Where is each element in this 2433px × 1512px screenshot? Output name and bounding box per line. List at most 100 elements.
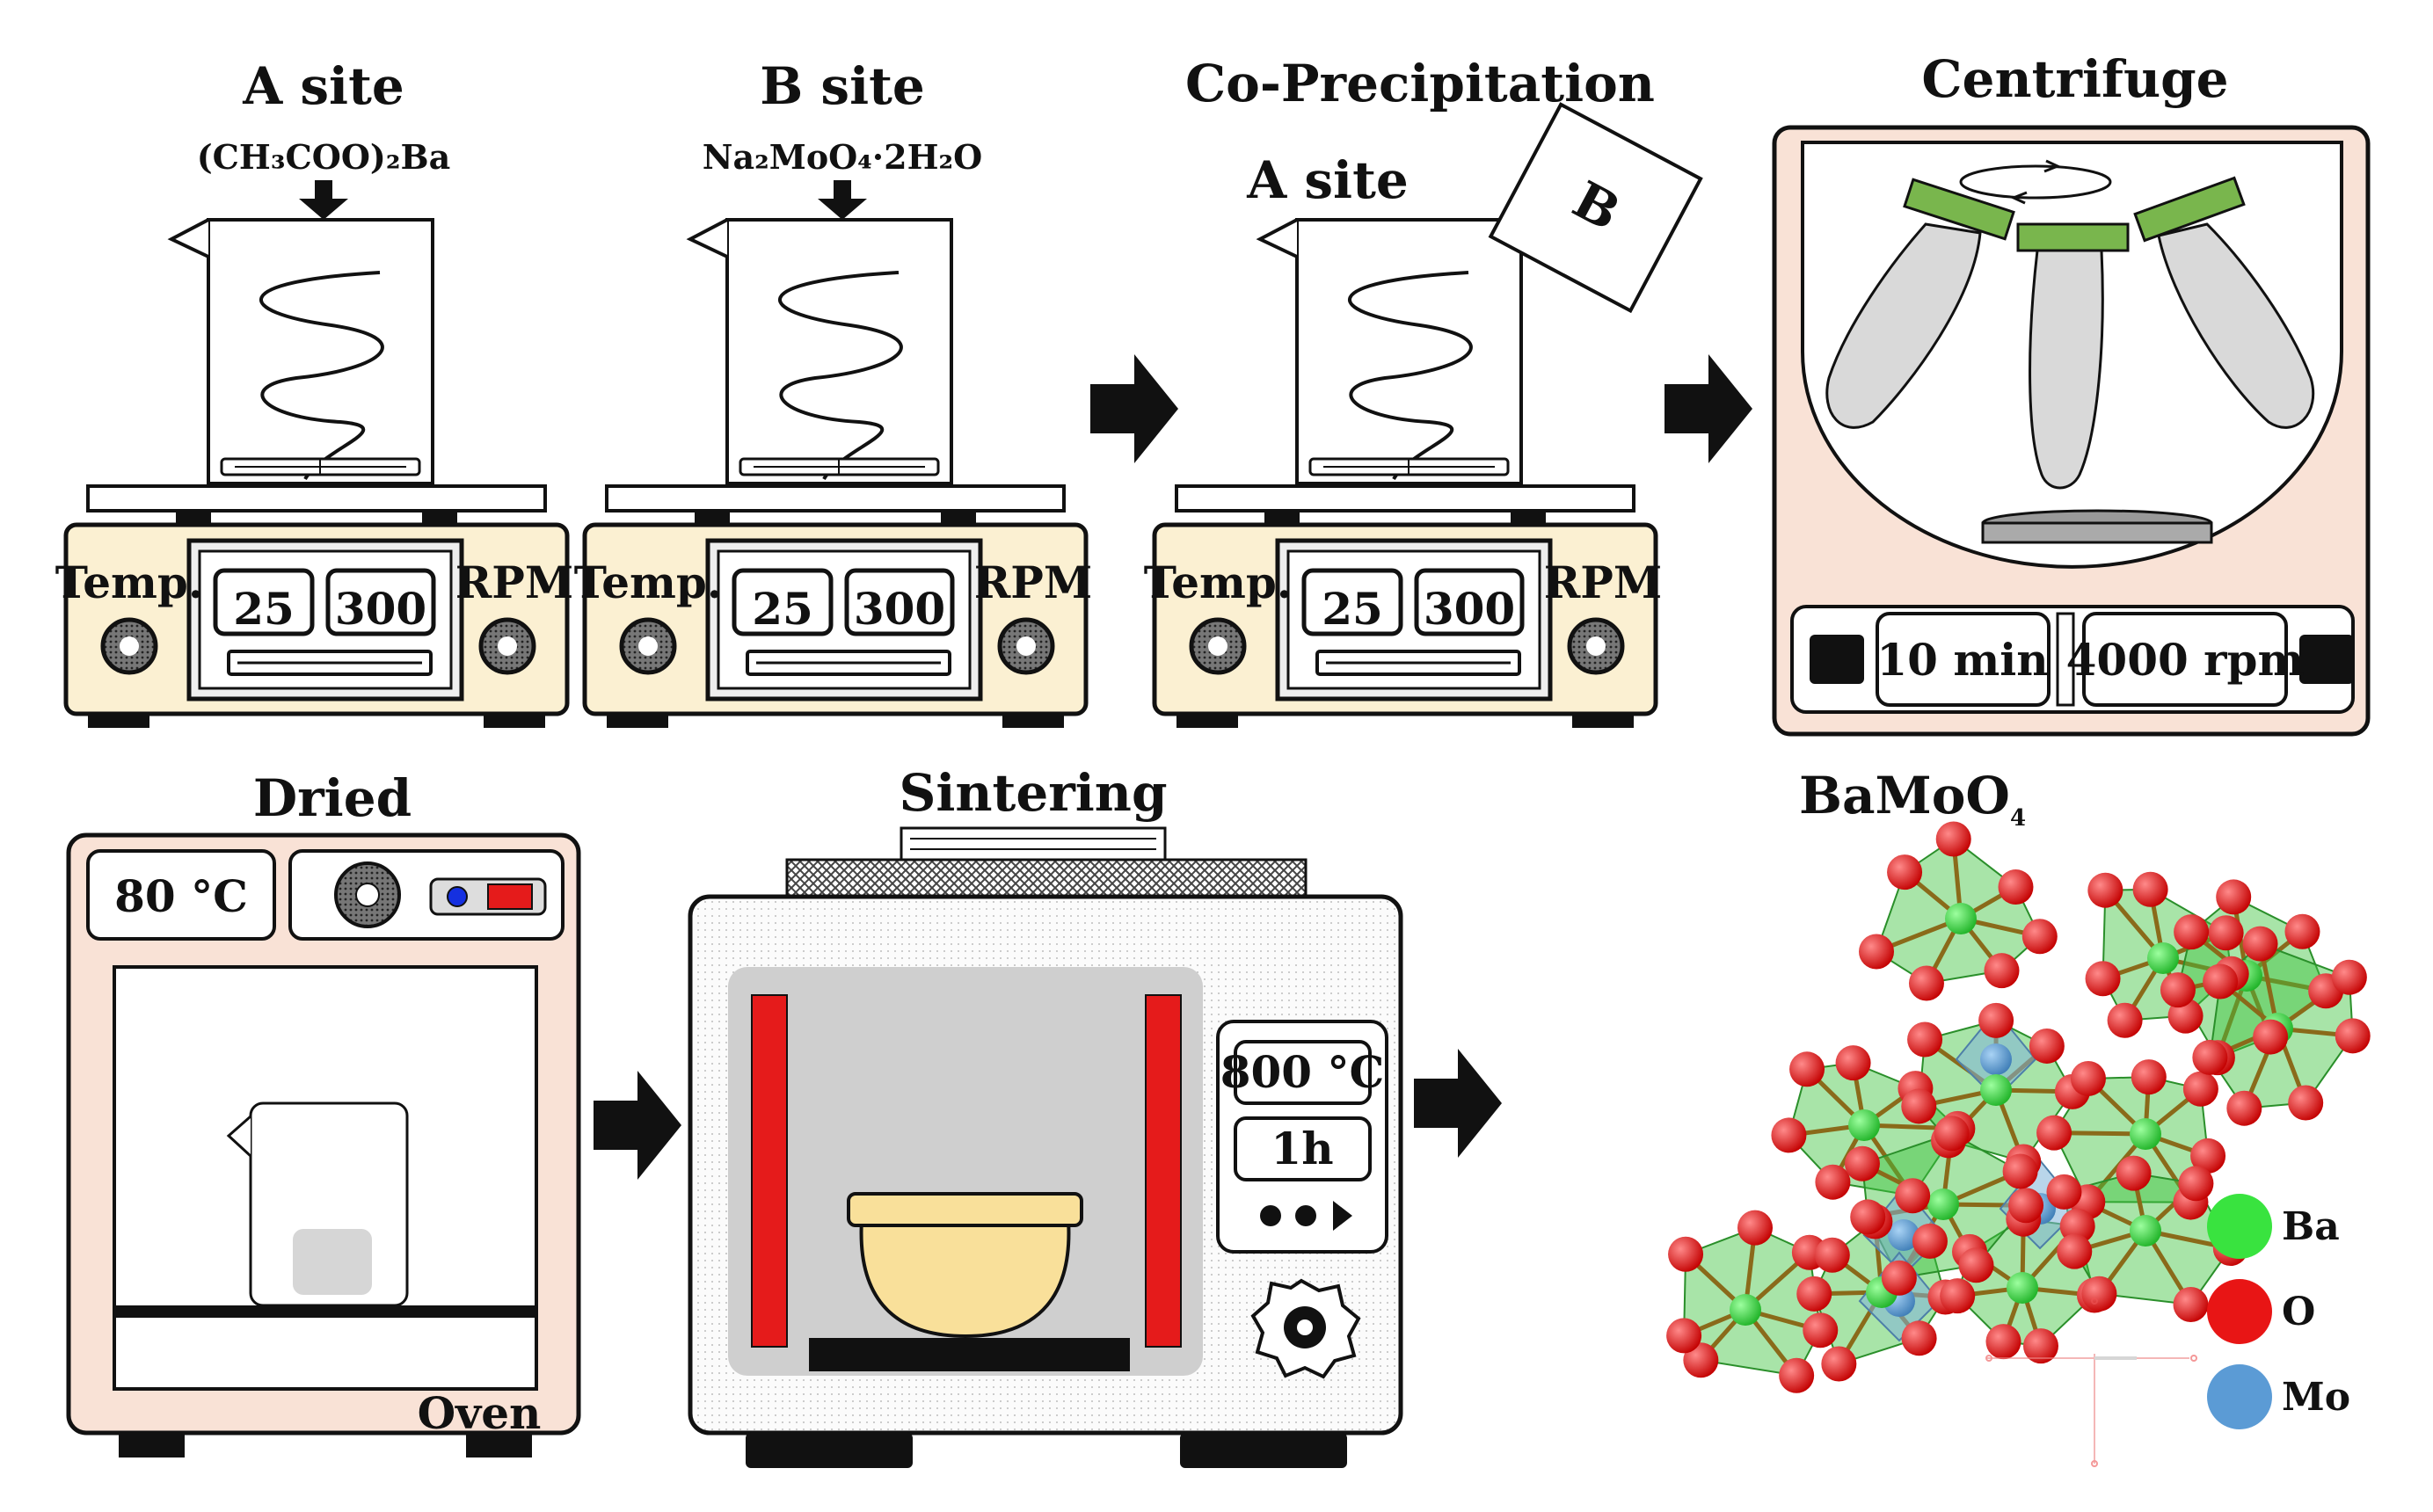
o-atom [2284,913,2320,949]
process-arrow-icon [1664,354,1752,463]
o-atom [1887,854,1923,890]
mo-atom [1888,1219,1919,1251]
o-atom [1984,953,2020,989]
furnace-foot [1180,1433,1347,1468]
crucible-icon [847,1192,1083,1339]
o-atom [1912,1223,1948,1259]
o-atom [1958,1247,1994,1283]
centrifuge-station: Centrifuge 10 min 4000 rp [1772,49,2371,737]
drying-oven-station: Dried 80 °C Oven [66,768,581,1457]
o-atom [1815,1164,1851,1200]
o-atom [2226,1090,2262,1126]
centrifuge-time: 10 min [1876,634,2048,686]
rpm-label: RPM [1544,556,1663,608]
legend-swatch [2207,1194,2272,1259]
o-atom [1789,1051,1825,1087]
rpm-label: RPM [455,556,574,608]
temp-value: 25 [1322,583,1383,635]
o-atom [2029,1028,2065,1064]
o-atom [2070,1060,2106,1096]
o-atom [1796,1276,1832,1312]
centrifuge-button-right[interactable] [2299,635,2354,684]
o-atom [2178,1166,2214,1202]
o-atom [2203,963,2239,1000]
o-atom [1901,1320,1937,1356]
o-atom [1803,1312,1839,1348]
o-atom [2085,961,2121,997]
o-atom [2087,872,2123,908]
oven-temp-display [86,849,276,941]
b-site-reagent: Na₂MoO₄·2H₂O [703,137,982,177]
crystal-structure-model [1666,821,2371,1393]
o-atom [2182,1071,2218,1107]
o-atom [2036,1115,2072,1151]
oven-label: Oven [418,1387,542,1439]
o-atom [1908,965,1944,1001]
o-atom [1985,1324,2021,1360]
ba-atom [2147,942,2179,974]
o-atom [2190,1138,2226,1174]
centrifuge-title: Centrifuge [1921,49,2228,109]
o-atom [1940,1278,1976,1314]
rotor-plate [1981,509,2213,544]
o-atom [2116,1155,2152,1191]
process-arrow-icon [1414,1049,1502,1158]
rpm-value: 300 [854,583,945,635]
display-divider [2056,612,2075,707]
o-atom [2131,1059,2167,1095]
o-atom [2208,915,2244,951]
rpm-value: 300 [1424,583,1515,635]
ba-atom [1730,1294,1761,1326]
ba-atom [1927,1189,1959,1220]
furnace-plate [809,1338,1130,1371]
process-arrow-icon [1090,354,1178,463]
temp-label: Temp. [1144,556,1293,608]
speed-display [2082,612,2288,707]
o-atom [1771,1117,1807,1153]
heating-element-icon [1145,994,1182,1348]
furnace-top-mesh [785,858,1308,898]
sample-beaker-icon [226,1101,409,1307]
o-atom [1844,1145,1880,1181]
oven-temp: 80 °C [114,870,248,922]
legend-swatch [2207,1364,2272,1429]
furnace-chamber [728,967,1203,1376]
o-atom [1821,1346,1857,1382]
legend-label: O [2282,1290,2315,1334]
temp-value: 25 [752,583,813,635]
o-atom [1814,1237,1850,1273]
centrifuge-tube-icon [2133,176,2315,429]
mo-atom [1980,1043,2012,1075]
sintering-temp: 800 °C [1220,1046,1385,1098]
oven-foot [466,1435,532,1457]
o-atom [1850,1199,1886,1235]
o-atom [2173,1286,2209,1322]
o-atom [2008,1188,2044,1224]
o-atom [2057,1233,2093,1269]
b-site-title: B site [760,56,925,116]
heating-element-icon [751,994,788,1348]
o-atom [1907,1021,1943,1058]
o-atom [2242,926,2278,962]
rpm-value: 300 [335,583,426,635]
furnace-knob-icon[interactable] [1250,1278,1361,1379]
beaker-icon [170,218,434,485]
temp-label: Temp. [55,556,204,608]
b-site-pouring-beaker-icon: B [1488,102,1703,314]
centrifuge-button-left[interactable] [1810,635,1864,684]
ba-atom [1848,1109,1880,1141]
play-control-icon[interactable] [1260,1201,1352,1231]
o-atom [2132,871,2168,907]
legend-label: Mo [2282,1375,2350,1420]
legend-swatch [2207,1279,2272,1344]
a-site-reagent: (CH₃COO)₂Ba [197,137,451,177]
process-arrow-icon [594,1071,681,1180]
ba-atom [1980,1074,2012,1106]
sinter-time-display [1234,1116,1372,1181]
down-arrow-icon [299,180,348,220]
power-indicator-icon [487,883,533,910]
o-atom [1895,1178,1931,1214]
o-atom [2192,1039,2228,1075]
